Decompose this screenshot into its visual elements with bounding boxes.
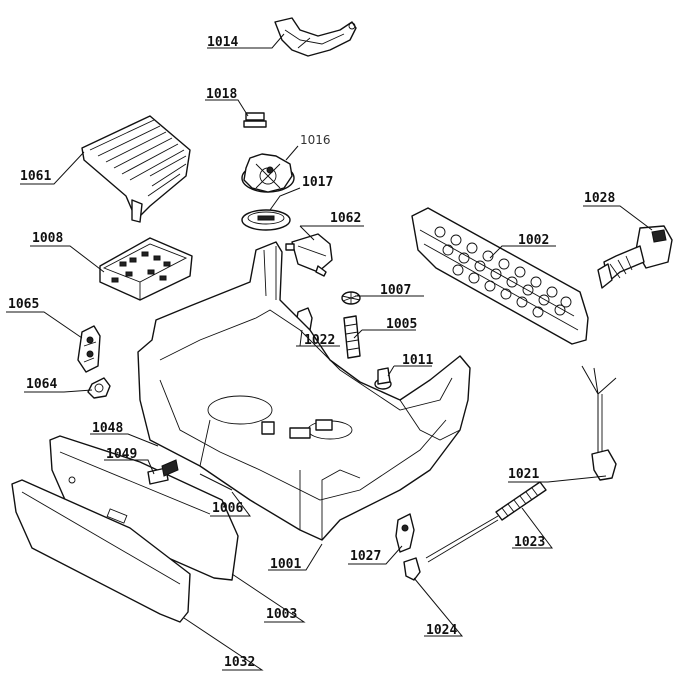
label-1023: 1023	[514, 535, 545, 550]
part-1002-drawing	[411, 207, 589, 345]
label-1028: 1028	[584, 191, 615, 206]
part-1028-drawing	[597, 225, 673, 289]
label-1049: 1049	[106, 447, 137, 462]
part-1065-drawing	[77, 325, 101, 373]
label-1024: 1024	[426, 623, 457, 638]
label-1062: 1062	[330, 211, 361, 226]
leader-lines	[6, 33, 653, 671]
part-1021-drawing	[581, 365, 617, 481]
label-1064: 1064	[26, 377, 57, 392]
part-1011-drawing	[374, 367, 392, 390]
part-1061-drawing	[81, 115, 191, 223]
label-1061: 1061	[20, 169, 51, 184]
label-1048: 1048	[92, 421, 123, 436]
part-1017-drawing	[241, 209, 291, 231]
part-1005-drawing	[343, 315, 361, 359]
part-1032-drawing	[11, 479, 191, 623]
label-1018: 1018	[206, 87, 237, 102]
part-1008-drawing	[99, 237, 193, 301]
label-1001: 1001	[270, 557, 301, 572]
label-1005: 1005	[386, 317, 417, 332]
part-1006-drawing	[199, 473, 233, 491]
part-1048-drawing	[49, 435, 239, 581]
part-1014-drawing	[274, 17, 357, 57]
label-1002: 1002	[518, 233, 549, 248]
label-1021: 1021	[508, 467, 539, 482]
part-1024-drawing	[403, 515, 499, 581]
part-1062-drawing	[285, 233, 333, 277]
label-1003: 1003	[266, 607, 297, 622]
label-1032: 1032	[224, 655, 255, 670]
label-1006: 1006	[212, 501, 243, 516]
label-1016: 1016	[300, 133, 331, 147]
part-1001-drawing	[137, 241, 471, 541]
part-1027-drawing	[395, 513, 415, 553]
part-labels: 1014 1018 1016 1061 1017 1028 1008 1062 …	[8, 35, 615, 670]
label-1008: 1008	[32, 231, 63, 246]
part-1007-drawing	[341, 291, 361, 305]
label-1014: 1014	[207, 35, 238, 50]
label-1027: 1027	[350, 549, 381, 564]
label-1017: 1017	[302, 175, 333, 190]
label-1007: 1007	[380, 283, 411, 298]
label-1022: 1022	[304, 333, 335, 348]
label-1011: 1011	[402, 353, 433, 368]
part-1023-drawing	[495, 481, 547, 521]
part-1018-drawing	[243, 112, 267, 128]
label-1065: 1065	[8, 297, 39, 312]
part-1064-drawing	[87, 377, 111, 399]
part-1016-drawing	[241, 153, 295, 193]
